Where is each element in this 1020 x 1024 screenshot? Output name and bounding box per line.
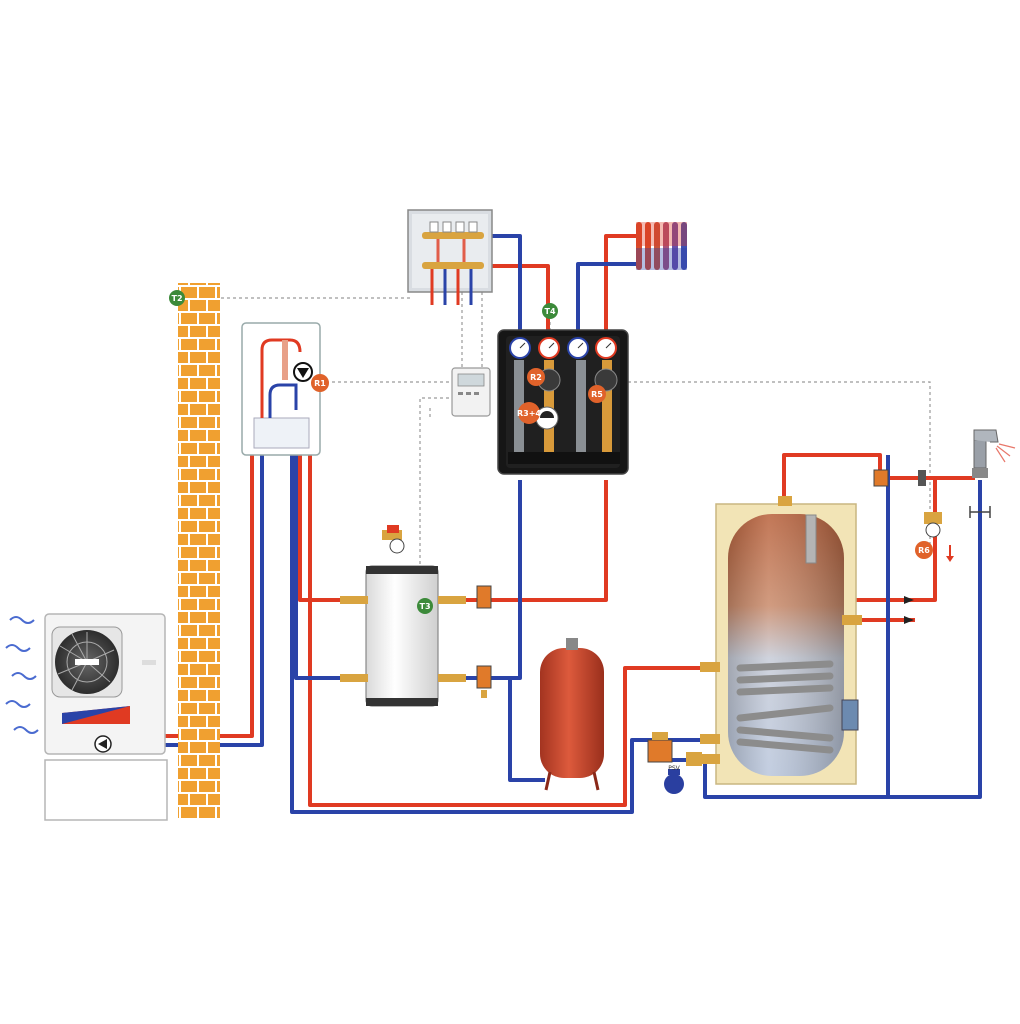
svg-text:R1: R1 [314,379,326,388]
underfloor-manifold [407,209,493,305]
sensor-t2: T2 [169,290,185,306]
relay-r6: R6 [915,541,933,559]
temperature-gauge-icon [509,337,617,359]
heat-exchanger-coil [736,660,834,754]
safety-group [647,732,702,794]
control-wires [185,292,931,600]
valve-group [476,585,492,698]
svg-text:R5: R5 [591,390,603,399]
air-flow-icon [5,616,39,734]
mixing-station [497,329,629,475]
system-controller [451,367,491,417]
sensor-t4: T4 [542,303,558,319]
dhw-accessories [873,469,991,624]
svg-text:T2: T2 [171,294,182,303]
svg-text:T3: T3 [419,602,430,611]
svg-text:R6: R6 [918,546,930,555]
relay-r3-4: R3+4 [517,402,541,424]
svg-text:R2: R2 [530,373,542,382]
outdoor-heat-pump [5,613,168,821]
relay-r1: R1 [311,374,329,392]
tap-icon [972,429,1016,478]
brick-wall [178,283,220,820]
indoor-hydro-unit [241,322,321,456]
dhw-storage-tank [700,496,862,785]
radiator [636,222,687,270]
svg-text:PSV: PSV [668,765,680,772]
svg-text:T4: T4 [544,307,555,316]
psv-label: PSV [668,765,680,772]
sensor-t3: T3 [417,598,433,614]
relay-r2: R2 [527,368,545,386]
expansion-vessel [540,638,604,791]
buffer-tank [340,525,466,707]
relay-r5: R5 [588,385,606,403]
svg-text:R3+4: R3+4 [517,409,541,418]
